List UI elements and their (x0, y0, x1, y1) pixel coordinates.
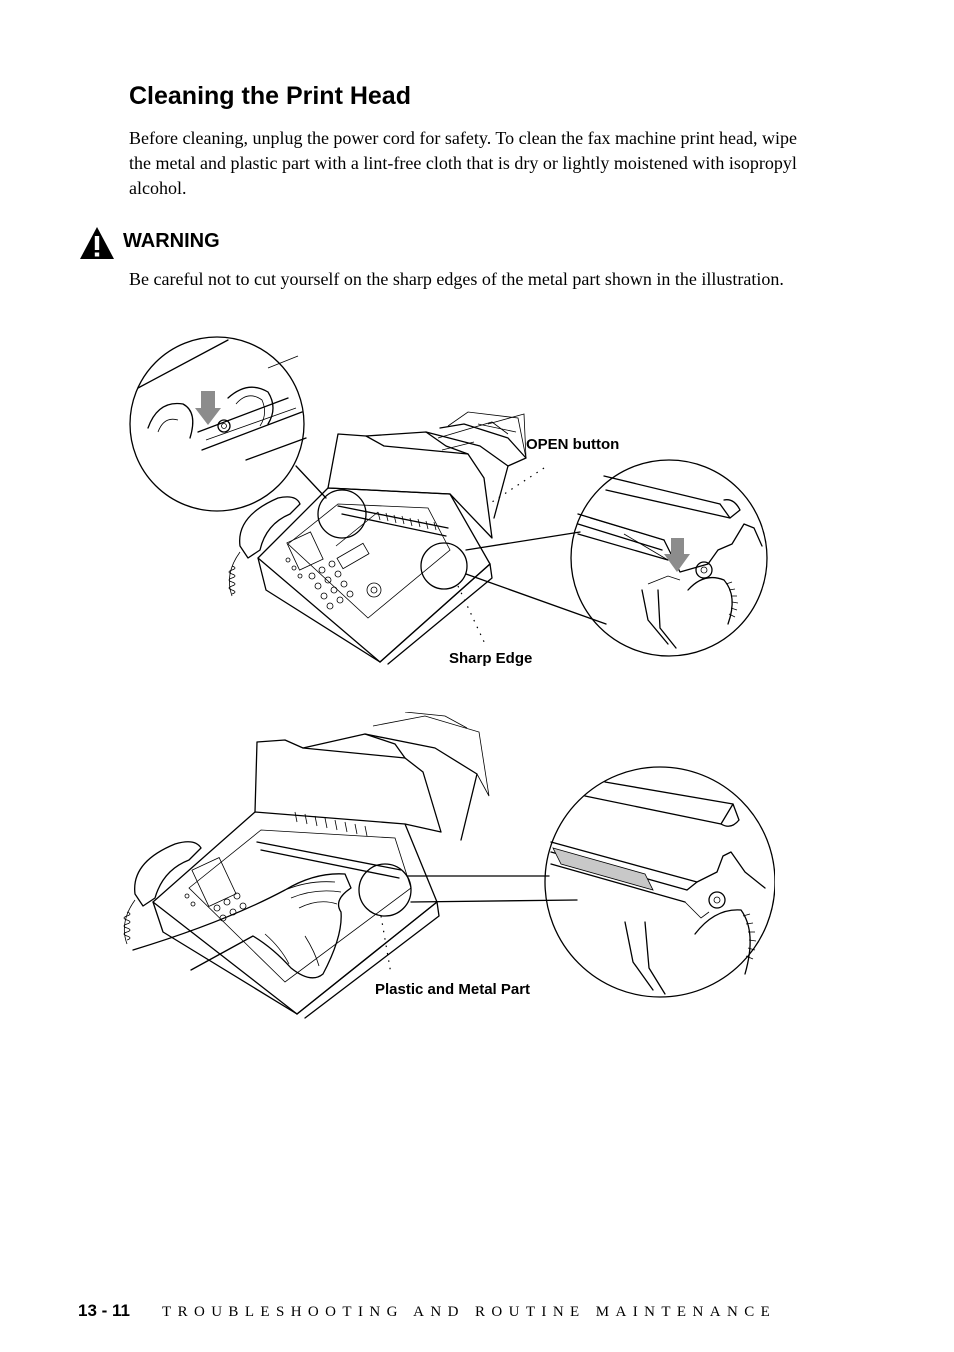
fax-machine-open (228, 411, 527, 665)
footer-section-title: TROUBLESHOOTING AND ROUTINE MAINTENANCE (162, 1304, 777, 1320)
warning-heading: WARNING (123, 230, 220, 252)
warning-text: Be careful not to cut yourself on the sh… (129, 269, 784, 289)
sharp-edge-zoom-circle (570, 459, 768, 657)
open-button-zoom-circle (129, 336, 307, 512)
page-title: Cleaning the Print Head (129, 82, 411, 110)
sharp-edge-callout: Sharp Edge (449, 650, 533, 667)
plastic-metal-zoom-circle (544, 766, 775, 998)
page-number: 13 - 11 (78, 1301, 130, 1320)
intro-paragraph: Before cleaning, unplug the power cord f… (129, 128, 797, 198)
plastic-metal-part-callout: Plastic and Metal Part (375, 981, 531, 998)
fax-open-cover-illustration (129, 336, 768, 665)
cleaning-print-head-illustration (123, 712, 775, 1019)
open-button-callout: OPEN button (526, 436, 620, 453)
cleaning-zoom-marker (358, 863, 412, 917)
right-zoom-marker (420, 542, 468, 590)
warning-triangle-icon (80, 227, 114, 259)
left-zoom-marker (317, 489, 367, 539)
fax-machine-cleaning (123, 712, 490, 1019)
